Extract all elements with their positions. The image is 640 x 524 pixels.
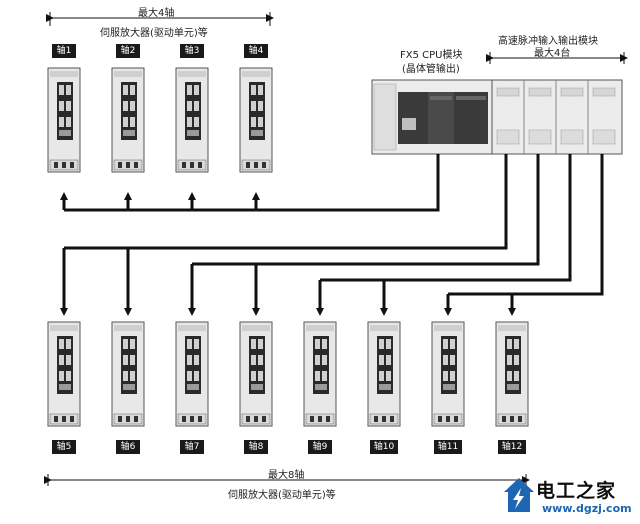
servo-drive-12 [495,321,529,427]
axis-label-5: 轴5 [52,440,76,454]
servo-drive-9 [303,321,337,427]
watermark-url: www.dgzj.com [542,502,632,515]
hsio-modules [491,79,623,155]
watermark-logo: 电工之家 www.dgzj.com [502,474,634,520]
axis-label-9: 轴9 [308,440,332,454]
axis-label-6: 轴6 [116,440,140,454]
axis-label-12: 轴12 [498,440,526,454]
hsio2-to-axes-7-8 [188,154,540,316]
axis-label-7: 轴7 [180,440,204,454]
servo-drive-8 [239,321,273,427]
axis-label-1: 轴1 [52,44,76,58]
axis-label-11: 轴11 [434,440,462,454]
servo-drive-5 [47,321,81,427]
servo-drive-7 [175,321,209,427]
hsio3-to-axes-9-10 [316,154,572,316]
watermark-brand: 电工之家 [536,480,617,502]
axis-label-4: 轴4 [244,44,268,58]
bottom-group-title: 最大8轴 [268,470,305,481]
lightning-house-icon [504,478,534,512]
hsio1-to-axes-5-6 [60,154,508,316]
axis-label-3: 轴3 [180,44,204,58]
top-group-title: 最大4轴 [138,8,175,19]
servo-drive-1 [47,67,81,173]
axis-label-8: 轴8 [244,440,268,454]
cpu-caption-line2: (晶体管输出) [402,64,460,75]
servo-drive-3 [175,67,209,173]
servo-drive-6 [111,321,145,427]
bottom-group-subtitle: 伺服放大器(驱动单元)等 [228,490,336,501]
top-group-subtitle: 伺服放大器(驱动单元)等 [100,28,208,39]
servo-drive-4 [239,67,273,173]
servo-drive-11 [431,321,465,427]
cpu-to-top-drives-wiring [60,154,440,212]
servo-drive-2 [111,67,145,173]
hsio-caption-line1: 高速脉冲输入输出模块 [498,36,598,47]
axis-label-10: 轴10 [370,440,398,454]
hsio-caption-line2: 最大4台 [534,48,571,59]
hsio4-to-axes-11-12 [444,154,604,316]
axis-label-2: 轴2 [116,44,140,58]
servo-drive-10 [367,321,401,427]
fx5-cpu-module [371,79,493,155]
cpu-caption-line1: FX5 CPU模块 [400,50,463,61]
